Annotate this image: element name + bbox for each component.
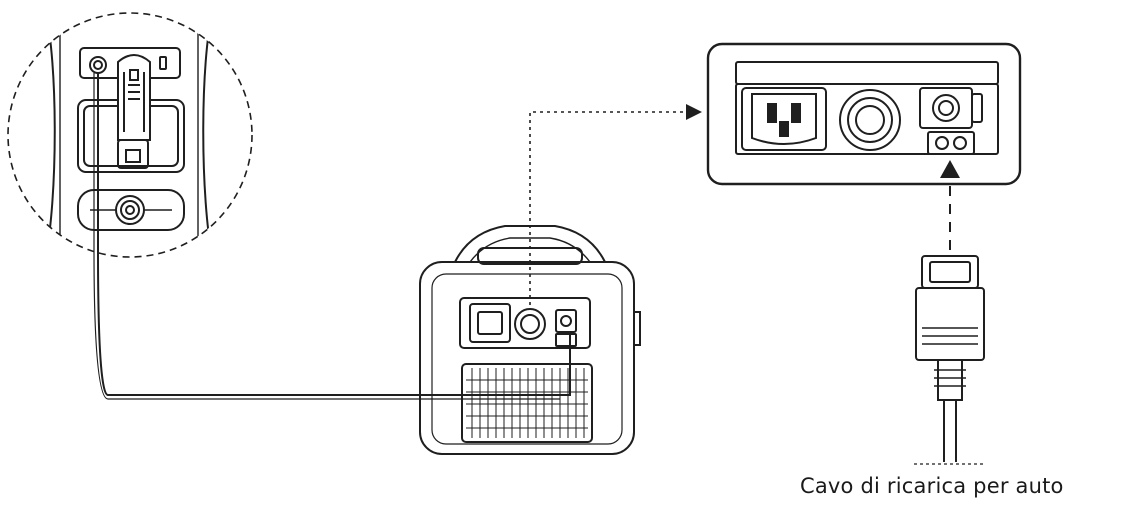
- vent-grille: [466, 368, 588, 438]
- cable-line: [97, 73, 571, 396]
- car-charger-plug-icon: [117, 54, 151, 141]
- dc-port-icon: [115, 195, 145, 225]
- cable-caption: Cavo di ricarica per auto: [800, 474, 1064, 498]
- arrow-up-icon: [940, 160, 960, 178]
- arrow-right-icon: [686, 104, 702, 120]
- car-charging-cable: [914, 255, 986, 465]
- power-station: [419, 225, 641, 455]
- zoom-detail-circle: [7, 12, 253, 258]
- ac-socket-icon: [741, 87, 827, 151]
- port-detail-panel: [706, 42, 1022, 186]
- dotted-leader-line: [529, 111, 686, 305]
